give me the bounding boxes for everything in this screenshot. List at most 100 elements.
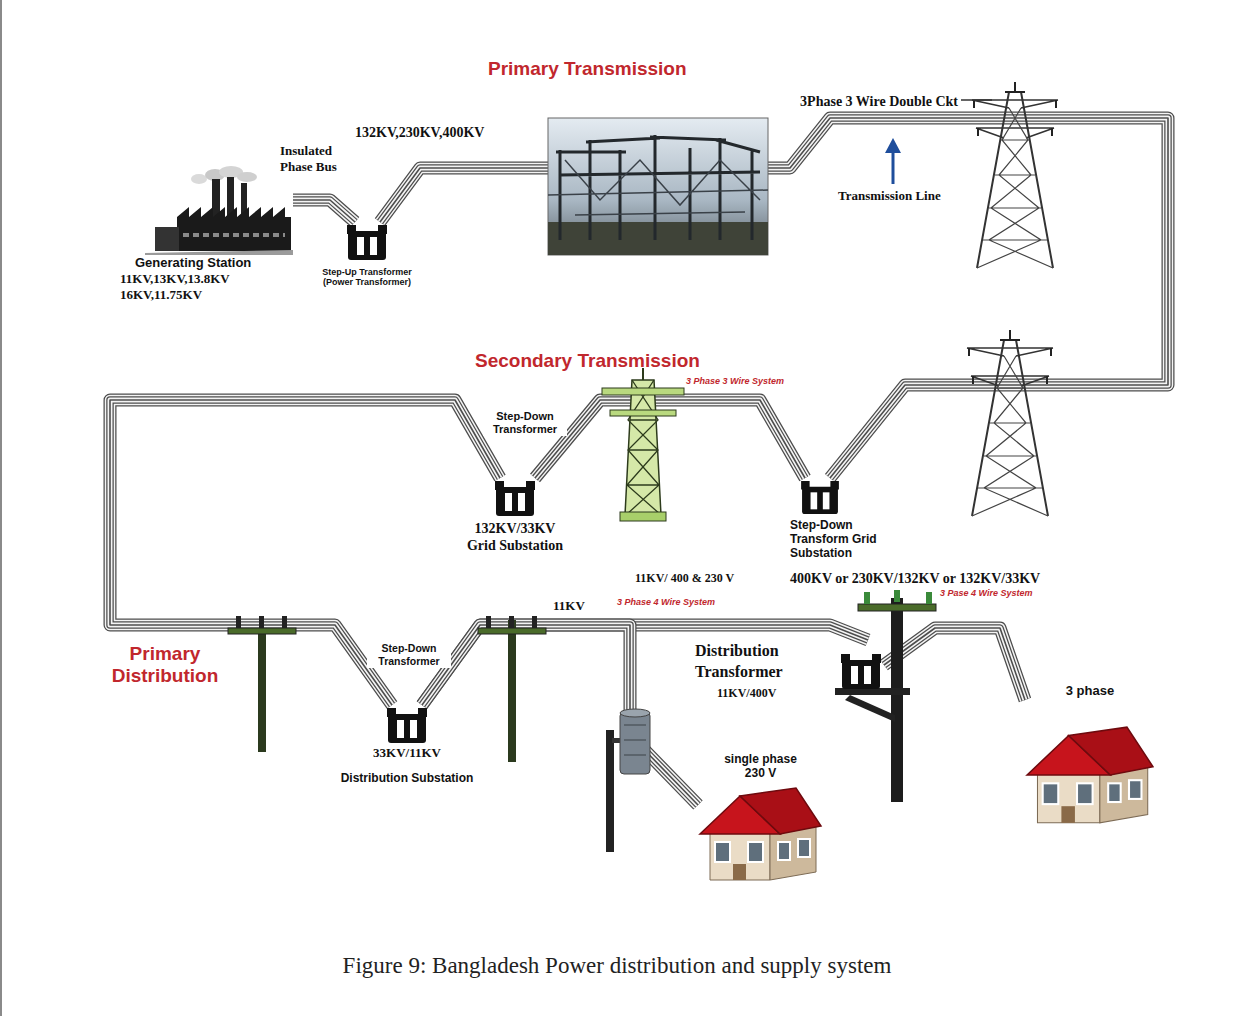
power-line	[422, 625, 868, 705]
page-frame	[0, 0, 2, 1016]
transformer-node: 132KV/33KV Grid Substation	[440, 478, 590, 554]
transmission-tower	[967, 330, 1053, 516]
illustration-part	[548, 222, 768, 255]
transformer-symbol	[347, 225, 387, 260]
illustration-part	[891, 598, 903, 802]
illustration-part	[885, 138, 901, 153]
node-text: 33KV/11KV	[317, 745, 497, 761]
figure-caption: Figure 9: Bangladesh Power distribution …	[0, 952, 1234, 980]
node-text: 132KV/33KV Grid Substation	[463, 520, 568, 554]
illustration-part	[486, 616, 491, 628]
transformer-node: Step-Up Transformer (Power Transformer)	[312, 222, 422, 287]
node-text: 11KV/400V	[717, 686, 830, 700]
illustration-part	[508, 620, 516, 762]
leader-line	[961, 99, 992, 101]
system-note: 3 Phase 3 Wire System	[686, 376, 784, 387]
power-line	[380, 118, 1168, 478]
illustration-part	[967, 330, 1053, 516]
conductor-wire	[380, 118, 1168, 478]
node-text: Generating Station	[135, 255, 293, 271]
conductor-wire	[293, 200, 355, 222]
house-icon	[700, 788, 821, 880]
illustration-part	[606, 730, 614, 852]
transformer-symbol	[491, 481, 539, 517]
illustration-part	[478, 628, 546, 634]
conductor-wire	[380, 118, 1168, 478]
illustration-part	[548, 118, 768, 255]
conductor-wire	[535, 400, 805, 478]
line-pole	[228, 616, 296, 752]
callout-label: Transmission Line	[836, 188, 943, 204]
conductor-wire	[380, 118, 1168, 478]
illustration-part	[602, 388, 684, 395]
factory-icon	[115, 165, 293, 255]
voltage-label: 11KV/ 400 & 230 V	[635, 571, 734, 585]
transformer-symbol	[495, 481, 535, 516]
conductor-wire	[422, 625, 868, 705]
transformer-symbol	[798, 481, 842, 515]
illustration-part	[626, 380, 661, 515]
generating-station: Generating Station11KV,13KV,13.8KV 16KV,…	[115, 165, 293, 303]
transmission-tower	[972, 82, 1058, 268]
illustration-part	[894, 590, 900, 602]
part-label: Insulated Phase Bus	[280, 143, 350, 175]
transformer-node: 33KV/11KVDistribution Substation	[317, 705, 497, 785]
line-pole	[478, 616, 546, 762]
pole-transformer	[606, 709, 650, 852]
voltage-label: 132KV,230KV,400KV	[355, 124, 484, 141]
conductor-wire	[422, 625, 868, 705]
illustration-part	[236, 616, 241, 628]
node-text: Step-Up Transformer (Power Transformer)	[312, 267, 422, 287]
section-heading: Primary Transmission	[488, 57, 687, 80]
consumer-house: 3 phase	[1025, 683, 1155, 827]
transformer-symbol	[841, 654, 881, 689]
factory-icon	[145, 166, 293, 255]
consumer-house: single phase 230 V	[698, 752, 823, 884]
house-icon	[1027, 727, 1153, 823]
illustration-part	[228, 628, 296, 634]
system-note: 3 Phase 4 Wire System	[617, 597, 715, 608]
conductor-wire	[293, 200, 355, 222]
illustration-part	[258, 630, 266, 752]
transformer-symbol	[344, 225, 390, 261]
illustration-part	[259, 616, 264, 628]
conductor-wire	[422, 625, 868, 705]
illustration-part	[532, 616, 537, 628]
illustration-part	[858, 604, 936, 611]
conductor-wire	[535, 400, 805, 478]
voltage-label: 11KV	[553, 598, 585, 614]
conductor-wire	[380, 118, 1168, 478]
conductor-wire	[535, 400, 805, 478]
node-text: single phase 230 V	[716, 752, 806, 780]
conductor-wire	[293, 200, 355, 222]
conductor-wire	[535, 400, 805, 478]
part-label: Step-Down Transformer	[483, 410, 567, 436]
transformer-symbol	[801, 481, 839, 514]
callout-label: 3Phase 3 Wire Double Ckt	[800, 93, 958, 110]
transformer-symbol	[838, 654, 884, 690]
power-line	[293, 200, 355, 222]
illustration-part	[845, 695, 895, 722]
node-text: 3 phase	[1025, 683, 1155, 699]
node-text: 400KV or 230KV/132KV or 132KV/33KV	[790, 570, 1040, 587]
text-column: Distribution Transformer11KV/400V	[695, 640, 830, 700]
illustration-part	[556, 135, 760, 240]
conductor-wire	[293, 200, 355, 222]
illustration-part	[625, 380, 661, 515]
illustration-part	[892, 150, 895, 184]
system-note: 3 Pase 4 Wire System	[940, 588, 1032, 599]
transformer-symbol	[384, 708, 430, 744]
lattice-tower	[602, 368, 684, 521]
part-label: Step-Down Transformer	[367, 642, 451, 668]
conductor-wire	[422, 625, 868, 705]
transformer-node: Step-Down Transform Grid Substation400KV…	[790, 478, 1040, 587]
power-line	[535, 400, 805, 478]
distribution-pole	[835, 590, 936, 802]
illustration-part	[282, 616, 287, 628]
illustration-part	[509, 616, 514, 628]
section-heading: Secondary Transmission	[475, 349, 700, 372]
transformer-node: Distribution Transformer11KV/400V	[695, 640, 884, 700]
pointer-arrow	[885, 138, 901, 184]
conductor-wire	[380, 118, 1168, 478]
